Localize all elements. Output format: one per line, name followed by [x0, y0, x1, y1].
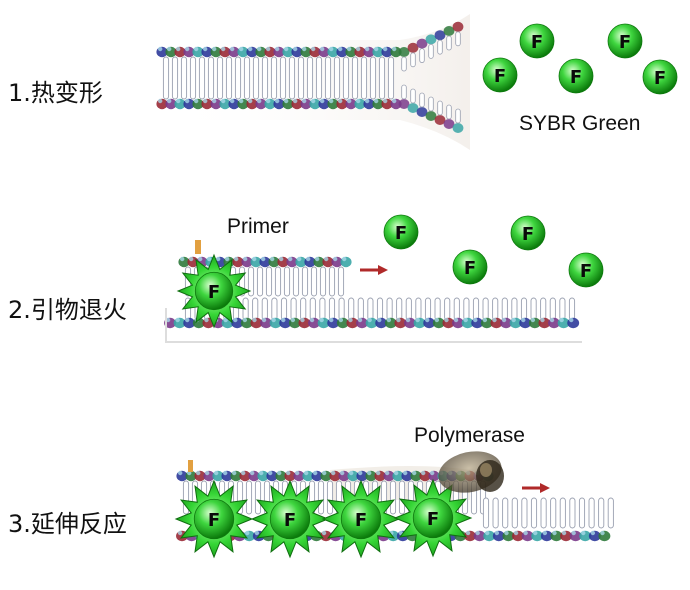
svg-text:F: F	[654, 68, 666, 89]
step-3-label: 3.延伸反应	[8, 510, 127, 538]
sybr-dye-bound-2: F	[174, 479, 254, 559]
sybr-dye-bound-3: F	[250, 479, 330, 559]
template-strand	[164, 317, 580, 329]
strand-bottom-1	[156, 98, 402, 110]
polymerase-label: Polymerase	[414, 424, 525, 447]
sybr-dye-4: F	[558, 58, 594, 94]
unpaired-bases	[482, 497, 614, 529]
svg-text:F: F	[395, 223, 407, 244]
sybr-dye-7: F	[510, 215, 546, 251]
svg-text:F: F	[580, 261, 592, 282]
sybr-green-label: SYBR Green	[519, 112, 641, 135]
step-1-label: 1.热变形	[8, 79, 103, 107]
sybr-dye-3: F	[482, 57, 518, 93]
primer-tag	[195, 240, 201, 254]
sybr-dye-bound-5: F	[393, 478, 473, 558]
sybr-dye-8: F	[452, 249, 488, 285]
svg-text:F: F	[208, 282, 220, 303]
svg-text:F: F	[284, 510, 296, 531]
svg-text:F: F	[208, 510, 220, 531]
svg-text:F: F	[464, 258, 476, 279]
sybr-dye-2: F	[607, 23, 643, 59]
splayed-ends	[398, 21, 464, 133]
sybr-dye-bound-1: F	[176, 253, 252, 329]
sybr-dye-9: F	[568, 252, 604, 288]
sybr-dye-1: F	[519, 23, 555, 59]
svg-text:F: F	[427, 509, 439, 530]
dsdna-denaturing	[156, 14, 470, 150]
sybr-dye-6: F	[383, 214, 419, 250]
primer-strand	[178, 256, 352, 268]
polymerase-icon	[438, 451, 504, 493]
svg-text:F: F	[355, 510, 367, 531]
strand-top-1	[156, 46, 402, 58]
primer-label: Primer	[227, 215, 289, 238]
extension-direction-arrow	[522, 483, 550, 493]
svg-text:F: F	[494, 66, 506, 87]
sybr-dye-bound-4: F	[321, 479, 401, 559]
base-pairs-1	[162, 56, 395, 100]
svg-text:F: F	[619, 32, 631, 53]
step-2-label: 2.引物退火	[8, 296, 127, 324]
svg-text:F: F	[531, 32, 543, 53]
sybr-dye-5: F	[642, 59, 678, 95]
primer-tag-3	[188, 460, 193, 472]
svg-text:F: F	[522, 224, 534, 245]
primer-direction-arrow	[360, 265, 388, 275]
svg-text:F: F	[570, 67, 582, 88]
